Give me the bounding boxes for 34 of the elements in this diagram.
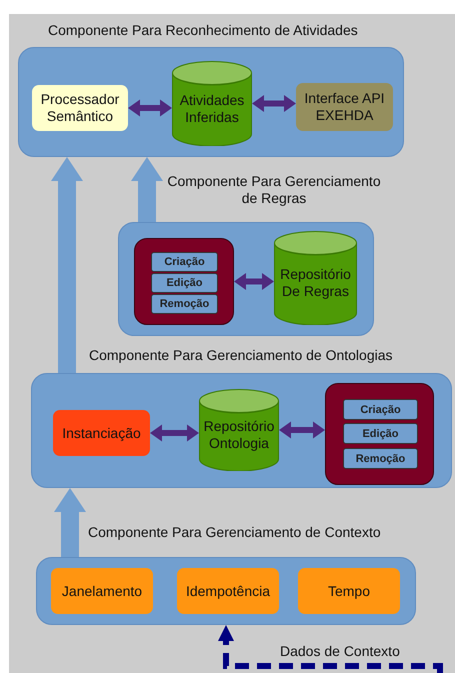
double-arrow — [234, 273, 274, 290]
panel-heading: Componente Para Reconhecimento de Atividades — [48, 22, 358, 39]
operations-panel — [134, 238, 234, 325]
dashed-arrow — [218, 625, 443, 673]
operation-item: Criação — [343, 399, 418, 420]
module-box: Janelamento — [51, 568, 153, 614]
operation-item: Remoção — [151, 294, 218, 314]
operation-item: Criação — [151, 252, 218, 272]
database-cylinder — [199, 389, 279, 471]
module-box: Interface API EXEHDA — [296, 83, 393, 131]
operation-item: Edição — [151, 273, 218, 293]
block-arrow — [131, 157, 163, 222]
panel-heading: Componente Para Gerenciamento de Ontologias — [89, 347, 393, 364]
module-box: Processador Semântico — [32, 85, 128, 131]
database-cylinder — [172, 61, 252, 146]
edge-label: Dados de Contexto — [278, 643, 402, 659]
block-arrow — [51, 157, 83, 373]
cylinder-label: Repositório De Regras — [280, 266, 351, 300]
block-arrow — [54, 488, 86, 557]
operation-item: Remoção — [343, 448, 418, 469]
module-box: Idempotência — [177, 568, 279, 614]
module-box: Instanciação — [53, 410, 150, 456]
cylinder-label: Atividades Inferidas — [178, 92, 246, 126]
cylinder-label: Repositório Ontologia — [202, 418, 276, 452]
database-cylinder — [274, 231, 357, 325]
double-arrow — [252, 95, 296, 112]
operations-panel — [325, 383, 434, 485]
panel-heading: Componente Para Gerenciamento de Contexto — [88, 524, 381, 541]
operation-item: Edição — [343, 423, 418, 444]
panel-heading: Componente Para Gerenciamento de Regras — [166, 173, 382, 207]
double-arrow — [279, 422, 325, 438]
module-box: Tempo — [298, 568, 400, 614]
double-arrow — [128, 100, 172, 116]
double-arrow — [150, 424, 199, 442]
